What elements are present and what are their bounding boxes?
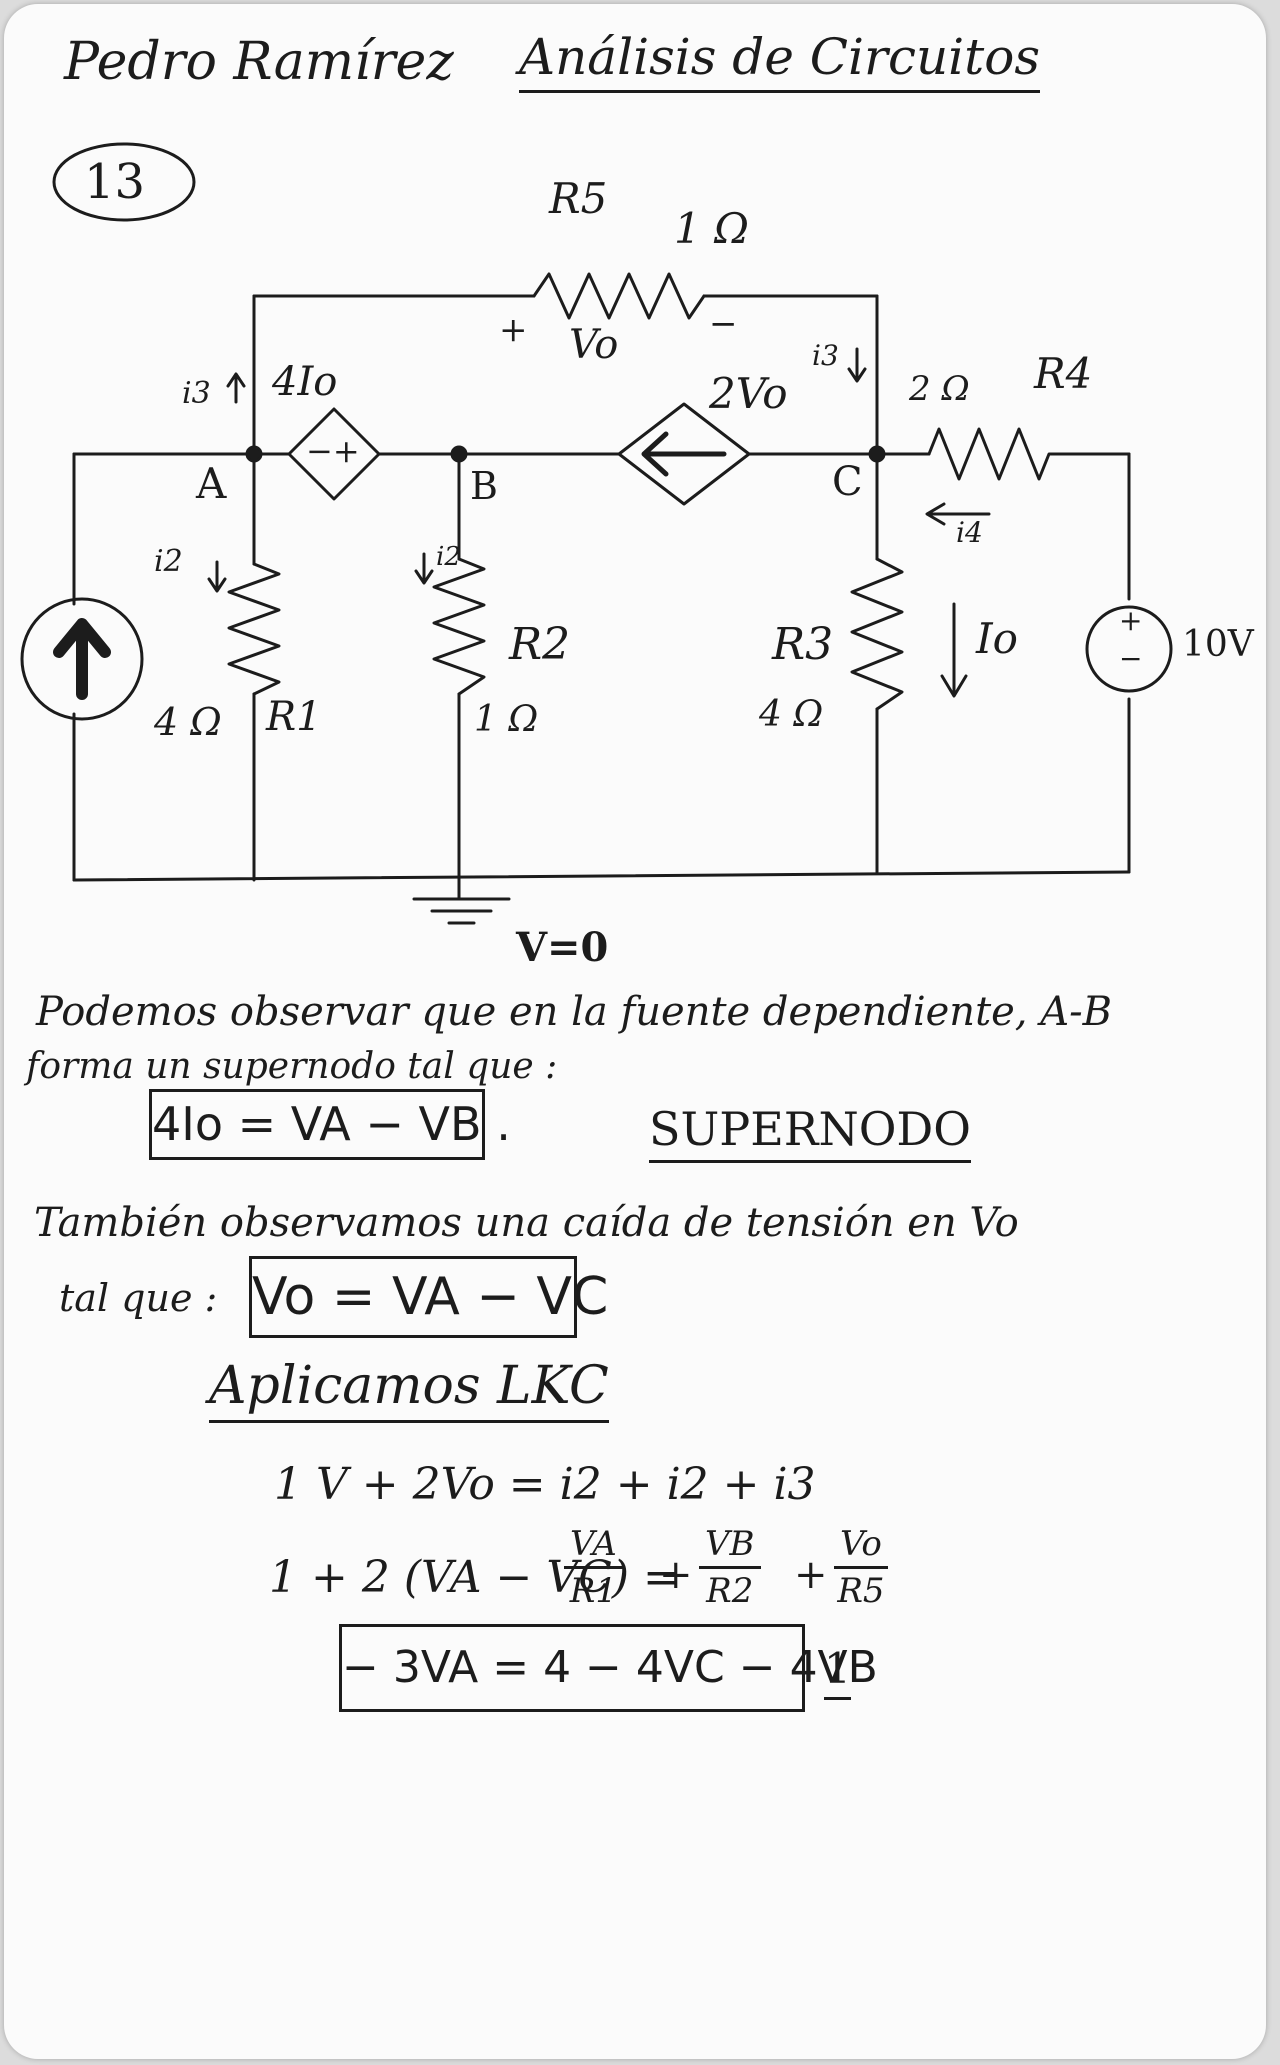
r4-resistor [927, 427, 1131, 481]
circuit-diagram [20, 142, 1173, 925]
r1-value: 4 Ω [154, 700, 222, 744]
i4-label: i4 [956, 516, 983, 549]
i3-left-arrow-icon [226, 372, 246, 404]
r3-resistor [850, 557, 904, 711]
node-c-label: C [832, 459, 863, 505]
r4-value: 2 Ω [909, 369, 970, 409]
dep-voltage-diamond [287, 407, 381, 501]
fraction-va-r1-denominator: R1 [569, 1571, 618, 1611]
i3-left-label: i3 [182, 376, 211, 411]
fraction-vo-r5-numerator: Vo [834, 1524, 888, 1569]
supernode-label: SUPERNODO [649, 1102, 971, 1163]
paragraph-2-line-1: También observamos una caída de tensión … [34, 1200, 1019, 1246]
plus-sign-1: + [659, 1552, 693, 1598]
final-equation-tag: 1 [824, 1644, 851, 1700]
notebook-page: Pedro Ramírez Análisis de Circuitos [4, 4, 1266, 2059]
fraction-vb-r2-numerator: VB [699, 1524, 761, 1569]
bottom-rail [72, 870, 1131, 882]
paragraph-1-line-1: Podemos observar que en la fuente depend… [36, 989, 1113, 1035]
voltage-source-minus: − [1119, 642, 1143, 675]
final-equation-box: − 3VA = 4 − 4VC − 4VB [339, 1624, 878, 1712]
voltage-source-value: 10V [1182, 624, 1254, 665]
i2-left-label: i2 [154, 544, 183, 579]
i2-mid-label: i2 [436, 542, 461, 572]
vo-plus: + [499, 310, 528, 350]
paragraph-1-line-2: forma un supernodo tal que : [26, 1046, 558, 1087]
r2-name: R2 [509, 619, 571, 670]
fraction-vo-r5: Vo R5 [834, 1524, 888, 1611]
lkc-equation-1: 1 V + 2Vo = i2 + i2 + i3 [274, 1459, 816, 1510]
fraction-vo-r5-denominator: R5 [837, 1571, 885, 1611]
r2-resistor [432, 557, 486, 696]
problem-number: 13 [84, 154, 146, 210]
fraction-vb-r2: VB R2 [699, 1524, 761, 1611]
r3-value: 4 Ω [759, 694, 824, 735]
fraction-va-r1-numerator: VA [564, 1524, 623, 1569]
node-b-label: B [470, 464, 498, 508]
supernode-equation-box: 4Io = VA − VB . [149, 1089, 511, 1160]
i2-left-arrow-icon [207, 560, 227, 593]
dep-voltage-signs: −+ [306, 432, 360, 470]
r5-value: 1 Ω [674, 204, 749, 253]
vo-label: Vo [569, 322, 619, 368]
r3-name: R3 [772, 619, 834, 670]
i4-arrow-icon [925, 502, 991, 526]
dep-current-diamond [617, 402, 751, 506]
i3-right-arrow-icon [847, 347, 867, 383]
i3-right-label: i3 [812, 339, 839, 372]
current-source [20, 597, 144, 721]
voltage-source-plus: + [1119, 604, 1143, 637]
lkc-equation-2-left: 1 + 2 (VA − VC) = [269, 1552, 680, 1603]
problem-number-circle [52, 142, 196, 222]
author-name: Pedro Ramírez [64, 32, 454, 92]
ground-label: V=0 [516, 924, 609, 971]
r4-name: R4 [1034, 349, 1093, 398]
io-label: Io [976, 614, 1018, 663]
plus-sign-2: + [794, 1552, 828, 1598]
dep-current-label: 2Vo [709, 369, 788, 418]
paragraph-2-line-2: tal que : [59, 1276, 218, 1320]
dep-current-arrow-icon [641, 431, 727, 477]
node-a-label: A [196, 459, 227, 508]
r1-name: R1 [266, 694, 322, 740]
i2-mid-arrow-icon [414, 552, 434, 585]
course-title: Análisis de Circuitos [519, 28, 1040, 93]
ground-symbol [412, 878, 511, 925]
fraction-va-r1: VA R1 [564, 1524, 623, 1611]
current-source-arrow-icon [53, 618, 111, 700]
vo-equation-box: Vo = VA − VC [249, 1256, 608, 1338]
r1-resistor [227, 562, 281, 696]
fraction-vb-r2-denominator: R2 [706, 1571, 754, 1611]
r5-name: R5 [549, 174, 608, 223]
r5-resistor [532, 272, 706, 320]
lkc-title: Aplicamos LKC [209, 1356, 609, 1423]
dep-voltage-label: 4Io [272, 359, 338, 405]
io-arrow-icon [940, 602, 968, 698]
vo-minus: − [709, 304, 738, 344]
voltage-source [1085, 605, 1173, 693]
r2-value: 1 Ω [474, 699, 539, 740]
